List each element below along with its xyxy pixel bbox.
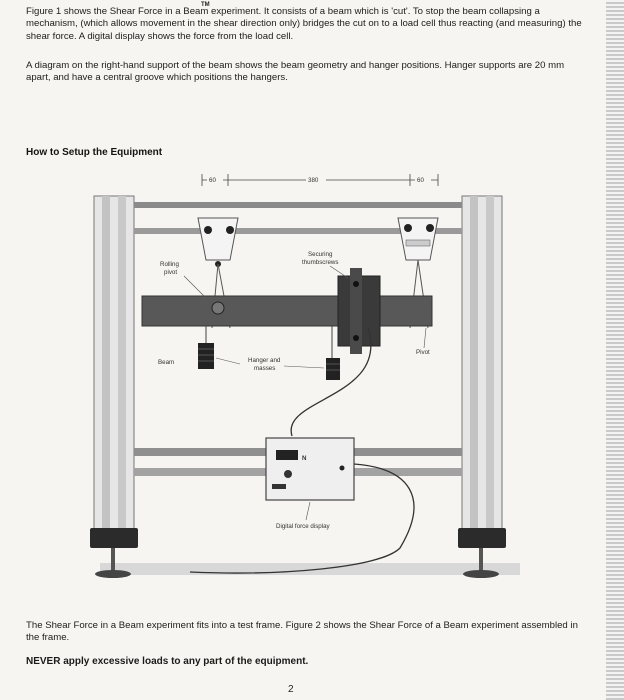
- label-rolling-pivot-1: Rolling: [160, 261, 179, 268]
- page-number: 2: [288, 684, 294, 695]
- label-securing-1: Securing: [308, 251, 333, 258]
- label-pivot: Pivot: [416, 349, 430, 356]
- floor-shadow: [100, 563, 520, 575]
- power-cable: [189, 463, 415, 574]
- display-unit: N: [302, 455, 307, 462]
- label-securing-2: thumbscrews: [302, 259, 338, 266]
- intro-paragraph: Figure 1 shows the Shear Force in a Beam…: [26, 6, 582, 42]
- frame-paragraph: The Shear Force in a Beam experiment fit…: [26, 620, 578, 644]
- upper-rail: [134, 228, 462, 234]
- document-page: TM Figure 1 shows the Shear Force in a B…: [0, 0, 606, 700]
- hanger-right: [326, 326, 340, 380]
- hanger-left: [198, 326, 214, 369]
- top-rail: [134, 202, 462, 208]
- right-frame-column: [458, 195, 506, 578]
- digital-force-display: N: [265, 437, 355, 501]
- section-heading: How to Setup the Equipment: [26, 147, 163, 158]
- left-frame-column: [90, 195, 138, 578]
- label-beam: Beam: [158, 359, 174, 366]
- label-display: Digital force display: [276, 523, 331, 530]
- label-hanger-2: masses: [254, 365, 275, 372]
- beam: [141, 295, 433, 327]
- rolling-pivot: [211, 301, 225, 315]
- equipment-diagram: 60 380 60: [90, 174, 520, 578]
- right-support-bracket: [397, 217, 439, 329]
- load-cell-cable: [290, 327, 372, 437]
- cut-mechanism: [337, 268, 381, 354]
- dim-left-label: 60: [209, 177, 216, 184]
- label-rolling-pivot-2: pivot: [164, 269, 177, 276]
- equipment-figure: 60 380 60: [80, 168, 540, 588]
- support-paragraph: A diagram on the right-hand support of t…: [26, 60, 565, 84]
- warning-text: NEVER apply excessive loads to any part …: [26, 656, 309, 667]
- dim-center-label: 380: [308, 177, 319, 184]
- page-edge: [606, 0, 624, 700]
- dimension-line: 60 380 60: [201, 174, 439, 186]
- trademark-mark: TM: [201, 2, 210, 8]
- label-hanger-1: Hanger and: [248, 357, 281, 364]
- dim-right-label: 60: [417, 177, 424, 184]
